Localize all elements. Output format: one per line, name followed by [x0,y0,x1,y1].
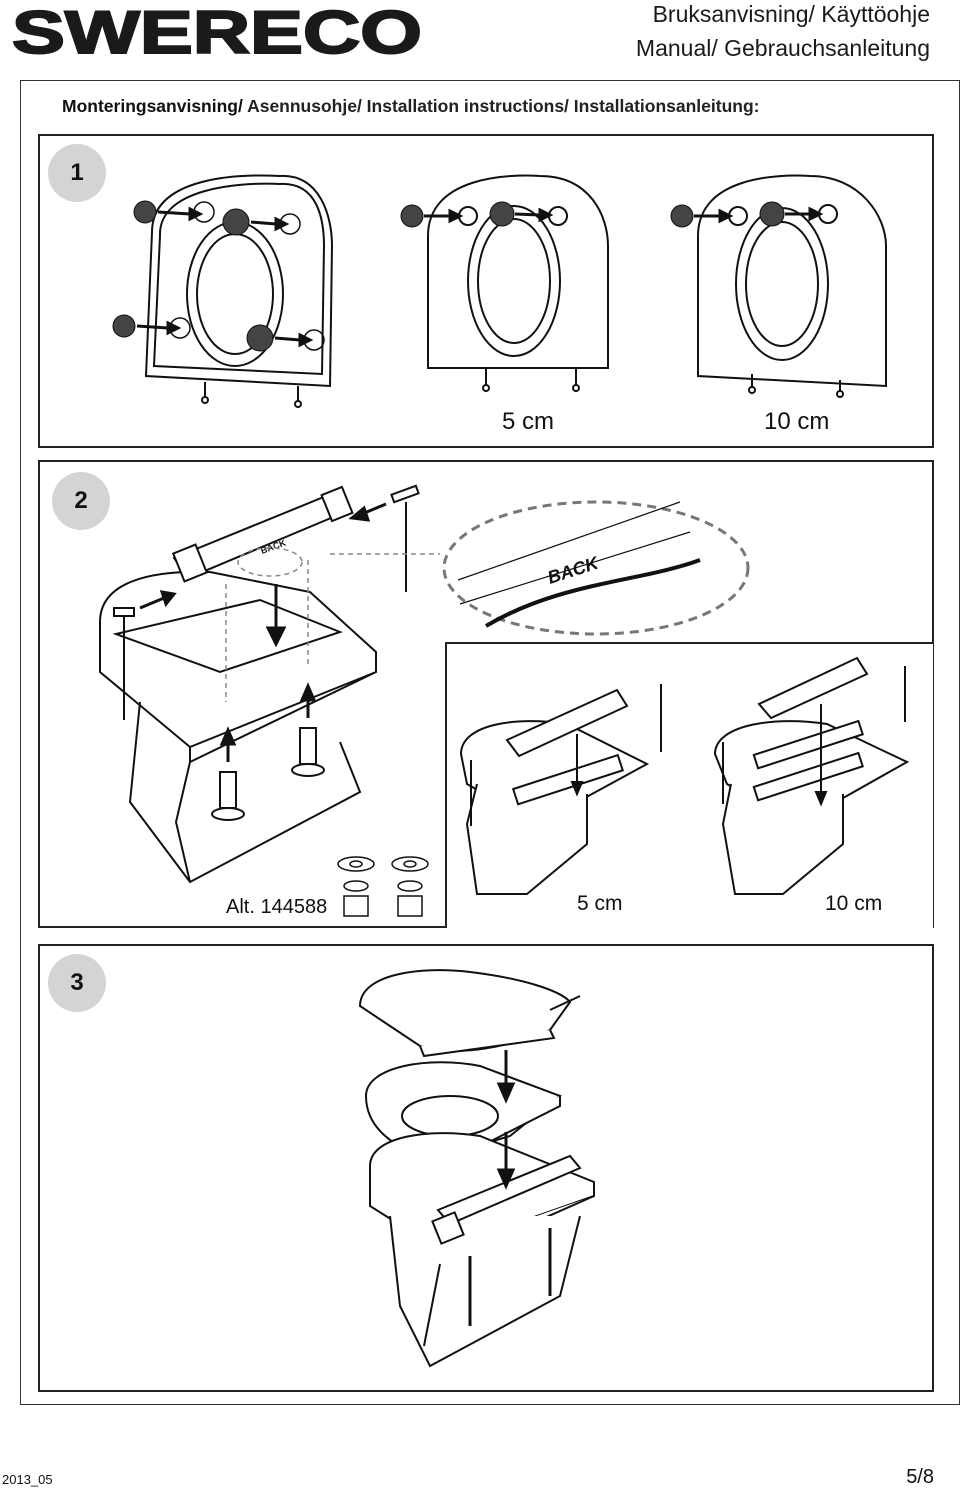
arrow-icons [139,502,387,762]
step1-label-5cm: 5 cm [502,408,555,435]
document-title-line2: Manual/ Gebrauchsanleitung [635,35,930,61]
brand-logo: SWERECO [12,6,423,58]
hinge-bar-illustration [171,485,354,583]
step2-spacer-variants: 5 cm 10 cm [445,642,933,928]
instructions-heading-bold: Monteringsanvisning/ [62,96,243,116]
step1-illustration [112,174,887,408]
step2-label-5cm: 5 cm [577,892,623,915]
seat-5cm-illustration [427,174,609,392]
step1-label-10cm: 10 cm [764,408,830,435]
bumper-icons [112,200,274,352]
instructions-heading-rest: Asennusohje/ Installation instructions/ … [242,96,760,116]
arrow-icons [496,1050,516,1190]
step3-panel: 3 [38,944,934,1392]
step1-panel: 1 [38,134,934,448]
step3-illustration [358,969,595,1368]
footer-date-code: 2013_05 [2,1472,53,1487]
step2-badge: 2 [52,472,110,530]
nut-washer-icons [337,856,429,917]
alt-part-label: Alt. 144588 [226,896,328,918]
step3-number: 3 [70,969,84,996]
step1-number: 1 [70,159,84,186]
brand-logo-text: SWERECO [12,6,422,58]
footer-page-number: 5/8 [906,1466,934,1488]
step2-illustration: BACK [99,484,750,917]
spacer-variants-illustration [459,656,910,895]
zoom-detail [442,500,750,636]
arrow-icons [136,206,314,348]
step3-badge: 3 [48,954,106,1012]
step2-number: 2 [74,487,88,514]
lid-illustration [358,969,581,1058]
back-label: BACK [545,552,603,588]
toilet-base-illustration [369,1132,595,1368]
step1-badge: 1 [48,144,106,202]
instructions-heading: Monteringsanvisning/ Asennusohje/ Instal… [62,96,760,117]
seat-10cm-illustration [697,174,887,398]
document-title-line1: Bruksanvisning/ Käyttöohje [652,1,930,27]
toilet-illustration [99,570,377,884]
step2-label-10cm: 10 cm [825,892,883,915]
